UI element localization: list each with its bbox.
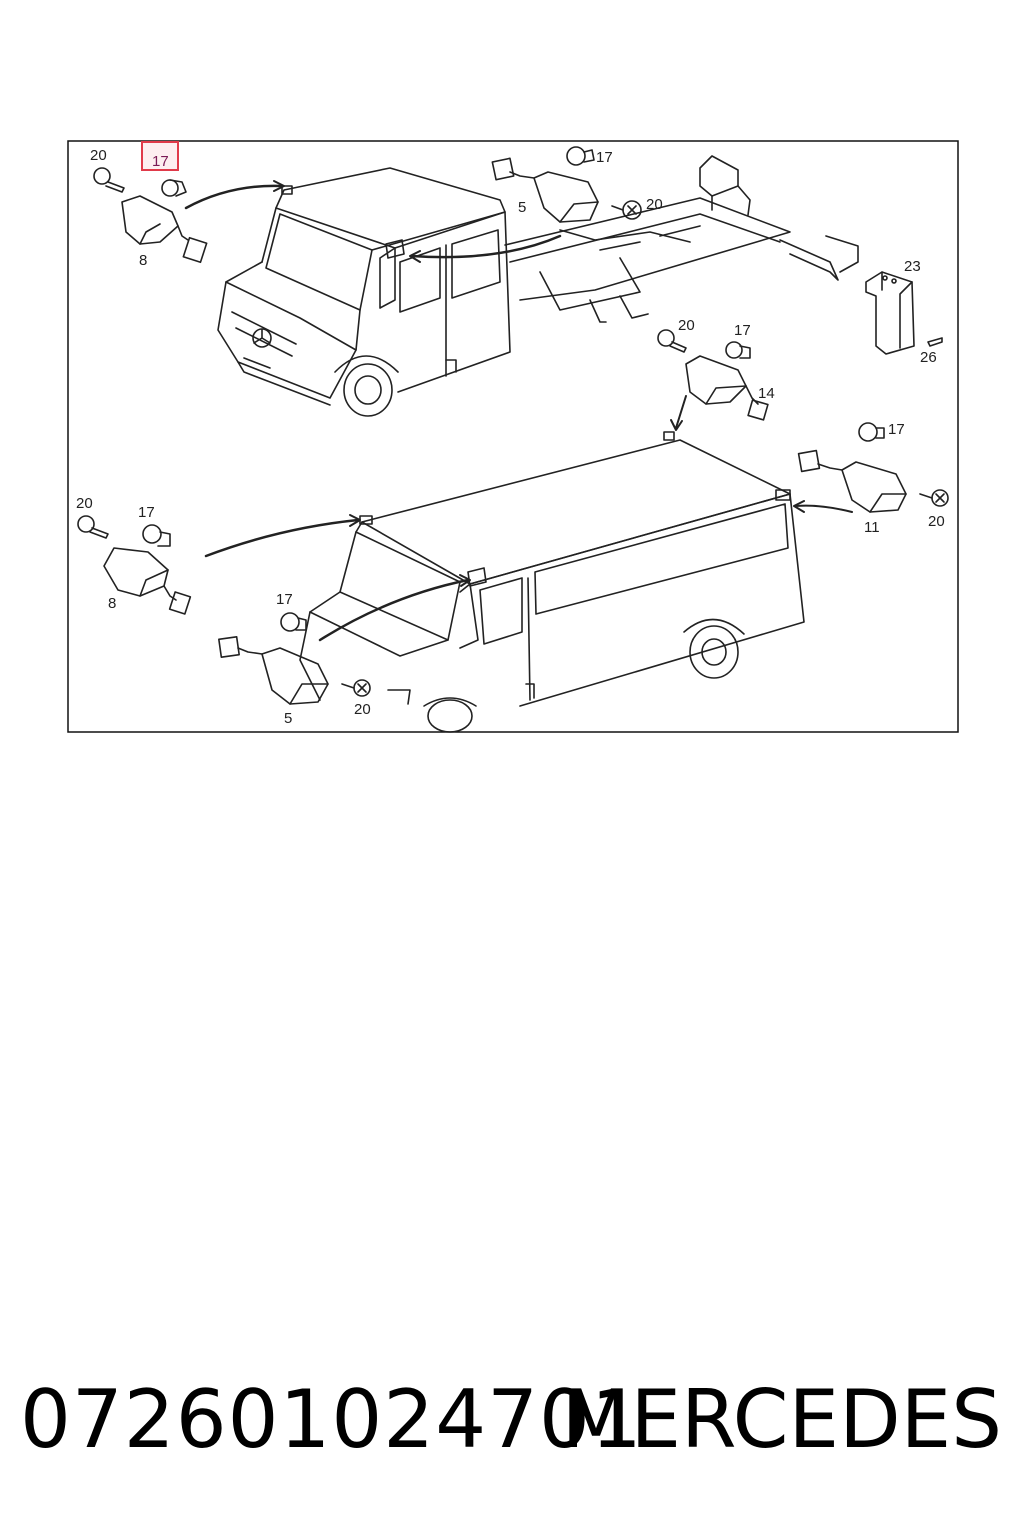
screw-20-bottom	[341, 679, 371, 697]
marker-light-5-bottom	[218, 636, 329, 705]
bulb-17-bottom	[280, 612, 307, 632]
bulb-17-bottom-left	[142, 524, 171, 547]
marker-light-14	[685, 355, 769, 421]
parts-diagram: 20 17 8 17 5 20 23 26 20 17 14 17 11 20 …	[67, 140, 959, 733]
part-number: 072601024701	[20, 1373, 643, 1466]
bulb-17-mid	[725, 341, 751, 359]
bulb-17-top	[566, 146, 595, 166]
callout-20: 20	[76, 495, 93, 512]
callout-5: 5	[284, 710, 292, 727]
marker-light-8-bottom	[103, 547, 192, 615]
crew-cab-chassis-truck	[217, 155, 859, 417]
callout-17: 17	[888, 421, 905, 438]
callout-5: 5	[518, 199, 526, 216]
callout-17: 17	[276, 591, 293, 608]
callout-20: 20	[90, 147, 107, 164]
arrow-to-roof-front	[184, 184, 284, 210]
callout-8: 8	[139, 252, 147, 269]
callout-8: 8	[108, 595, 116, 612]
footer: 072601024701 MERCEDES	[0, 1370, 1024, 1470]
callout-20: 20	[678, 317, 695, 334]
screw-26	[927, 337, 943, 347]
bracket-23	[865, 271, 915, 355]
arrow-to-van-rear	[795, 504, 853, 513]
marker-light-5-top	[491, 157, 599, 223]
long-van	[299, 431, 805, 733]
callout-14: 14	[758, 385, 775, 402]
screw-20-top-center	[611, 200, 642, 220]
callout-17: 17	[734, 322, 751, 339]
screw-20-top-left	[93, 167, 125, 193]
highlight-box	[141, 141, 179, 171]
callout-17: 17	[596, 149, 613, 166]
callout-20: 20	[646, 196, 663, 213]
callout-20: 20	[928, 513, 945, 530]
brand-name: MERCEDES	[561, 1373, 1002, 1466]
arrow-to-cab-marker	[410, 234, 562, 259]
arrow-to-van-roof-front	[204, 518, 360, 558]
screw-20-mid	[657, 329, 687, 353]
arrow-to-lower-roof	[675, 395, 687, 429]
callout-17: 17	[138, 504, 155, 521]
arrow-to-van-cab-marker	[318, 578, 470, 642]
bulb-17-right	[858, 422, 885, 442]
diagram-frame	[67, 140, 959, 733]
callout-11: 11	[864, 519, 880, 536]
callout-23: 23	[904, 258, 921, 275]
marker-light-8-top	[121, 195, 208, 264]
marker-light-11	[797, 449, 907, 513]
screw-20-bottom-left	[77, 515, 109, 539]
callout-26: 26	[920, 349, 937, 366]
screw-20-right	[919, 489, 949, 507]
callout-20: 20	[354, 701, 371, 718]
bulb-17-highlighted	[161, 179, 187, 197]
callout-17-highlighted: 17	[152, 153, 169, 170]
